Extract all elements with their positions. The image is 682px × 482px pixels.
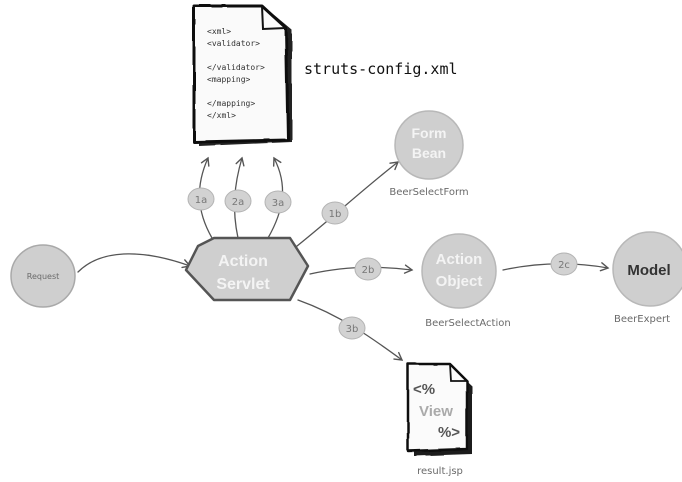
svg-text:1a: 1a bbox=[195, 195, 208, 206]
action-object-label-line2: Object bbox=[436, 273, 483, 290]
config-line: </validator> bbox=[207, 63, 265, 72]
request-label: Request bbox=[27, 272, 60, 281]
form-bean-label-line2: Bean bbox=[412, 145, 446, 161]
step-badge-2c: 2c bbox=[550, 252, 578, 276]
step-badge-1a: 1a bbox=[187, 187, 215, 211]
svg-text:2b: 2b bbox=[362, 265, 375, 276]
model-node: Model bbox=[612, 231, 682, 307]
svg-text:2a: 2a bbox=[232, 197, 245, 208]
view-open-tag: <% bbox=[413, 381, 435, 398]
action-servlet-label-line2: Servlet bbox=[216, 276, 270, 293]
action-object-label-line1: Action bbox=[436, 251, 483, 268]
form-bean-label-line1: Form bbox=[412, 125, 447, 141]
config-code-lines: <xml> <validator> </validator> <mapping>… bbox=[207, 27, 265, 120]
model-caption: BeerExpert bbox=[614, 314, 670, 325]
request-node: Request bbox=[10, 244, 76, 308]
action-object-caption: BeerSelectAction bbox=[425, 318, 510, 329]
arrow-1b bbox=[291, 161, 400, 251]
config-line: <validator> bbox=[207, 39, 260, 48]
svg-text:1b: 1b bbox=[329, 209, 342, 220]
step-badges: 1a 2a 3a 1b 2b 2c 3b bbox=[187, 187, 578, 340]
step-badge-3b: 3b bbox=[338, 316, 366, 340]
step-badge-2a: 2a bbox=[224, 189, 252, 213]
config-line: </mapping> bbox=[207, 99, 255, 108]
action-servlet-node: Action Servlet bbox=[184, 236, 310, 302]
config-line: <xml> bbox=[207, 27, 231, 36]
step-badge-1b: 1b bbox=[321, 201, 349, 225]
form-bean-caption: BeerSelectForm bbox=[389, 187, 468, 198]
action-object-node: Action Object bbox=[421, 233, 497, 309]
view-close-tag: %> bbox=[438, 424, 460, 441]
action-servlet-label-line1: Action bbox=[218, 253, 268, 270]
step-badge-2b: 2b bbox=[354, 257, 382, 281]
view-caption: result.jsp bbox=[417, 466, 463, 477]
model-label: Model bbox=[627, 262, 670, 279]
config-line: <mapping> bbox=[207, 75, 251, 84]
view-label: View bbox=[419, 403, 453, 420]
svg-text:3b: 3b bbox=[346, 324, 359, 335]
arrow-request-to-servlet bbox=[77, 253, 192, 273]
form-bean-node: Form Bean bbox=[394, 110, 464, 180]
svg-text:2c: 2c bbox=[558, 260, 570, 271]
config-caption: struts-config.xml bbox=[304, 60, 458, 78]
view-document: <% View %> bbox=[406, 362, 472, 456]
svg-text:3a: 3a bbox=[272, 198, 285, 209]
config-line: </xml> bbox=[207, 111, 236, 120]
step-badge-3a: 3a bbox=[264, 190, 292, 214]
struts-config-document: <xml> <validator> </validator> <mapping>… bbox=[192, 4, 292, 146]
